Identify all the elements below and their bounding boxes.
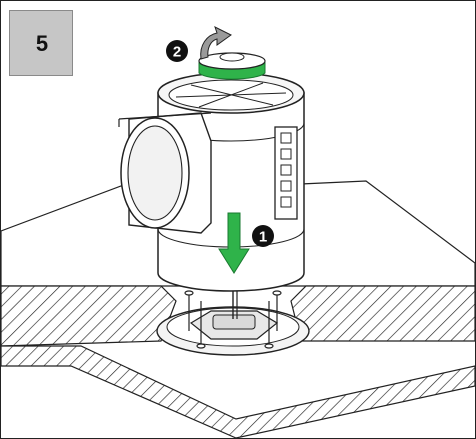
step-number: 5 [35,31,49,56]
fan-top-grille [175,82,287,108]
down-arrow-icon [218,212,250,274]
svg-text:2: 2 [173,44,181,61]
ceiling-section-left [1,285,177,347]
svg-text:1: 1 [259,229,267,246]
terminal-block [274,126,298,220]
duct-spigot [118,112,212,234]
step-number-box: 5 [9,10,73,76]
ceiling-section-right [290,285,475,342]
ceiling-lower-band [1,345,475,438]
rotate-arrow-icon [200,26,232,60]
callout-badge-2: 2 [166,40,188,62]
mounting-studs [184,290,282,349]
callout-badge-1: 1 [252,225,274,247]
